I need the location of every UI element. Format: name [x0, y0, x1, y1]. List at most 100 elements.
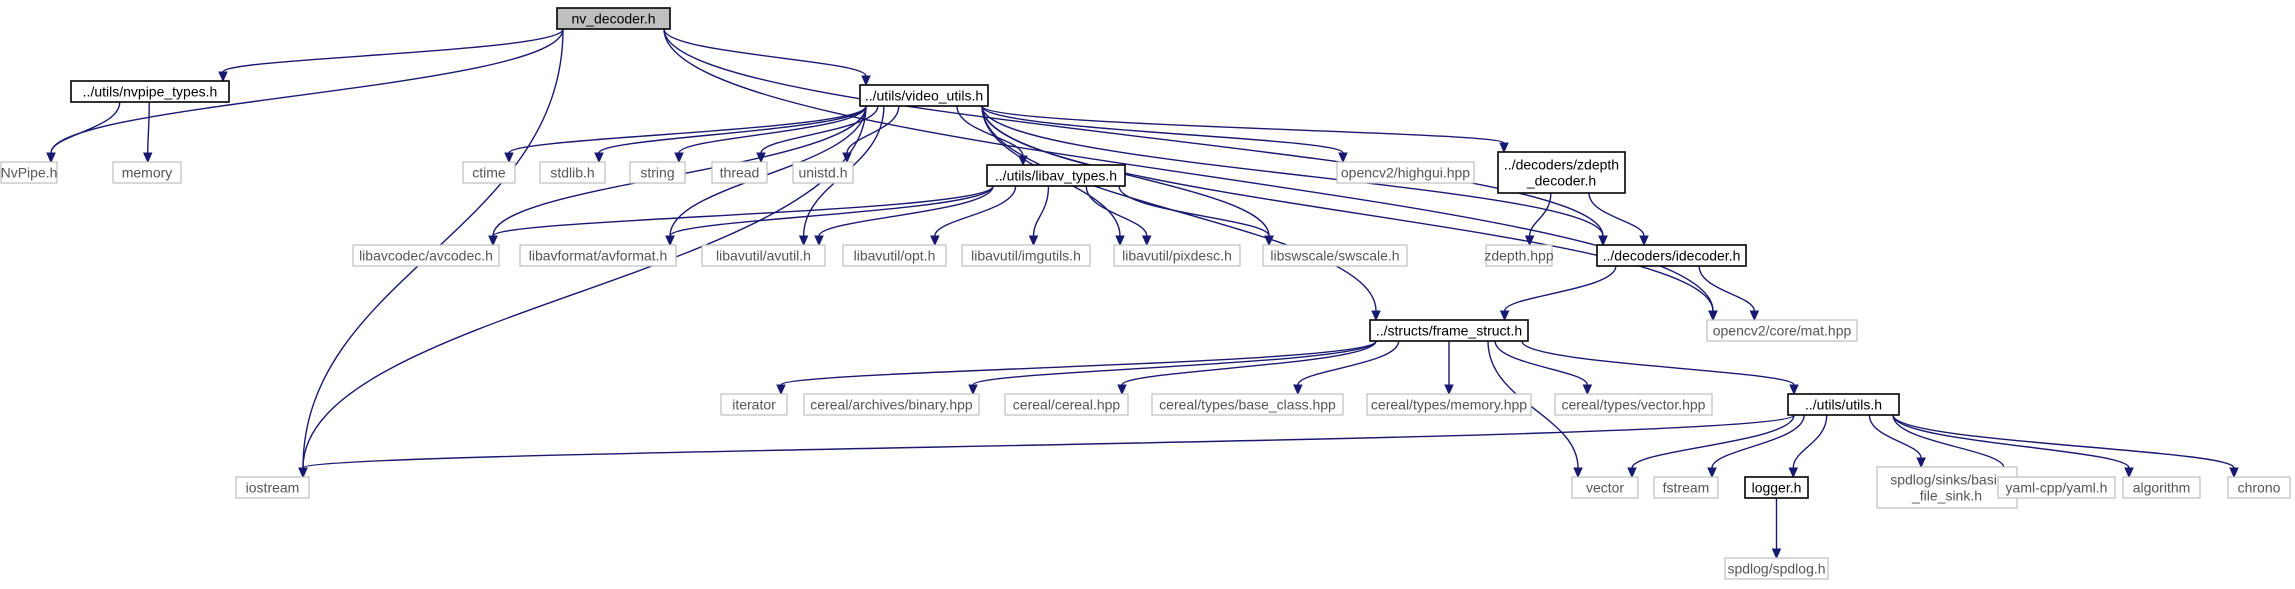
node-cvector: cereal/types/vector.hpp: [1554, 393, 1713, 416]
edge-arrowhead: [861, 75, 871, 87]
edge-logger-to-spdlog: [1771, 497, 1782, 560]
node-libav_types[interactable]: ../utils/libav_types.h: [986, 164, 1126, 187]
edge-arrowhead: [968, 384, 978, 396]
edge-line: [981, 105, 1714, 312]
edge-line: [492, 185, 994, 237]
edge-arrowhead: [1499, 310, 1510, 322]
edge-line: [981, 105, 1505, 144]
node-box: [792, 161, 854, 184]
node-box: [1366, 393, 1532, 416]
node-box: [701, 244, 826, 267]
edge-arrowhead: [930, 235, 940, 247]
edge-video_utils-to-ctime: [504, 105, 867, 164]
node-label: nv_decoder.h: [571, 11, 655, 27]
node-zdepth_decoder[interactable]: ../decoders/zdepth_decoder.h: [1497, 151, 1626, 194]
node-swscale: libswscale/swscale.h: [1262, 244, 1408, 267]
node-pixdesc: libavutil/pixdesc.h: [1113, 244, 1241, 267]
node-binary: cereal/archives/binary.hpp: [803, 393, 980, 416]
node-memory: memory: [112, 161, 182, 184]
edge-line: [1588, 192, 1645, 237]
node-iterator: iterator: [720, 393, 788, 416]
edge-arrowhead: [674, 152, 684, 164]
node-nvpipe_types[interactable]: ../utils/nvpipe_types.h: [70, 80, 230, 103]
node-box: [720, 393, 788, 416]
node-zdepth_hpp: zdepth.hpp: [1484, 244, 1554, 267]
edge-arrowhead: [1708, 310, 1718, 322]
edge-line: [1631, 414, 1795, 469]
edge-zdepth_decoder-to-idecoder: [1588, 192, 1649, 247]
nodes-layer: nv_decoder.h ../utils/nvpipe_types.h ../ut…: [0, 7, 2291, 580]
node-label: spdlog/sinks/basic_file_sink.h: [1890, 472, 2004, 504]
node-chrono: chrono: [2227, 476, 2291, 499]
node-label: iterator: [732, 397, 776, 413]
node-utils[interactable]: ../utils/utils.h: [1787, 393, 1900, 416]
node-label: yaml-cpp/yaml.h: [2006, 480, 2108, 496]
edge-line: [1085, 185, 1148, 237]
node-label: ../decoders/idecoder.h: [1603, 248, 1741, 264]
node-label: ../utils/video_utils.h: [865, 88, 983, 104]
edge-nv_decoder-to-video_utils: [663, 28, 871, 87]
edge-arrowhead: [842, 152, 852, 164]
edge-nvpipe_types-to-memory: [142, 101, 153, 164]
edge-libav_types-to-avcodec: [488, 185, 994, 247]
node-logger[interactable]: logger.h: [1744, 476, 1809, 499]
node-base_class: cereal/types/base_class.hpp: [1151, 393, 1344, 416]
edge-arrowhead: [814, 235, 824, 247]
node-fstream: fstream: [1653, 476, 1719, 499]
node-label: ../decoders/zdepth_decoder.h: [1504, 157, 1619, 189]
edge-arrowhead: [1749, 310, 1760, 322]
edge-libav_types-to-avformat: [665, 185, 994, 247]
edge-utils-to-fstream: [1707, 414, 1805, 479]
edge-line: [818, 185, 994, 237]
edge-arrowhead: [1788, 467, 1799, 479]
edge-line: [780, 340, 1377, 386]
node-nv_decoder[interactable]: nv_decoder.h: [556, 7, 671, 30]
edge-line: [1521, 340, 1795, 386]
node-video_utils[interactable]: ../utils/video_utils.h: [859, 84, 989, 107]
node-label: libavformat/avformat.h: [529, 248, 668, 264]
node-label: ../structs/frame_struct.h: [1376, 323, 1522, 339]
node-box: [1369, 319, 1529, 342]
edge-line: [1297, 340, 1400, 386]
node-box: [1596, 244, 1747, 267]
edge-libav_types-to-pixdesc: [1085, 185, 1152, 247]
edge-line: [1528, 192, 1552, 237]
node-label: ../utils/libav_types.h: [995, 168, 1117, 184]
node-label: stdlib.h: [550, 165, 594, 181]
edge-arrowhead: [798, 235, 809, 247]
node-label: cereal/types/memory.hpp: [1371, 397, 1527, 413]
node-spdlog: spdlog/spdlog.h: [1724, 557, 1829, 580]
edge-libav_types-to-imgutils: [1028, 185, 1050, 247]
node-label: cereal/types/base_class.hpp: [1159, 397, 1336, 413]
edge-utils-to-iostream: [298, 414, 1795, 479]
node-box: [842, 244, 947, 267]
node-label: libavutil/opt.h: [854, 248, 936, 264]
edge-frame_struct-to-base_class: [1293, 340, 1400, 396]
node-frame_struct[interactable]: ../structs/frame_struct.h: [1369, 319, 1529, 342]
node-label: cereal/cereal.hpp: [1013, 397, 1121, 413]
node-box: [1787, 393, 1900, 416]
edge-zdepth_decoder-to-zdepth_hpp: [1524, 192, 1552, 247]
edge-arrowhead: [1028, 235, 1039, 247]
node-opt: libavutil/opt.h: [842, 244, 947, 267]
node-iostream: iostream: [235, 476, 310, 499]
edge-arrowhead: [1444, 384, 1454, 396]
edge-line: [846, 105, 900, 154]
node-box: [70, 80, 230, 103]
edge-libav_types-to-opt: [930, 185, 1017, 247]
edge-line: [1698, 265, 1756, 312]
node-algorithm: algorithm: [2122, 476, 2201, 499]
node-label: libavutil/pixdesc.h: [1122, 248, 1232, 264]
edge-arrowhead: [1371, 310, 1381, 322]
node-imgutils: libavutil/imgutils.h: [961, 244, 1091, 267]
node-stdlib: stdlib.h: [539, 161, 606, 184]
node-label: cereal/archives/binary.hpp: [810, 397, 973, 413]
node-box: [112, 161, 182, 184]
node-idecoder[interactable]: ../decoders/idecoder.h: [1596, 244, 1747, 267]
node-box: [803, 393, 980, 416]
edge-line: [981, 105, 1344, 154]
edge-line: [1494, 340, 1589, 386]
node-box: [1497, 151, 1626, 194]
node-box: [629, 161, 686, 184]
